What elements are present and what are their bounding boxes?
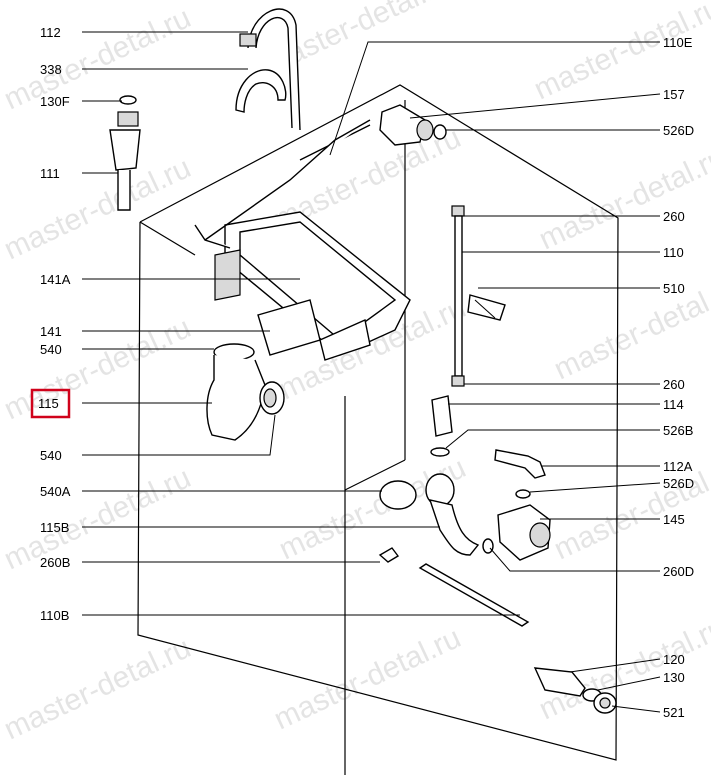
watermark-text: master-detal.ru [269, 621, 466, 736]
inlet-valve-part [109, 95, 141, 211]
right-leader-lines [329, 41, 661, 713]
cabinet-outline [137, 84, 619, 775]
bracket-510-part [467, 294, 506, 321]
filter-120-part [533, 667, 617, 714]
watermark-text: master-detal.ru [534, 141, 711, 256]
label-114: 114 [663, 397, 684, 412]
tube-110e-part [204, 119, 371, 241]
sump-hose-115-part [206, 343, 285, 441]
label-526b: 526B [663, 423, 693, 438]
label-115b: 115B [40, 520, 69, 535]
watermark-text: master-detal.ru [0, 311, 196, 426]
label-260b: 260B [40, 555, 70, 570]
label-115: 115 [38, 396, 59, 411]
hose-115b-part [379, 473, 480, 556]
label-260-lower: 260 [663, 377, 685, 392]
label-260d: 260D [663, 564, 694, 579]
highlight-frame-115 [30, 388, 71, 419]
tube-110b-part [418, 563, 530, 627]
label-141a: 141A [40, 272, 71, 287]
label-112: 112 [40, 25, 61, 40]
drain-hose-part [235, 8, 301, 131]
watermark-text: master-detal.ru [0, 151, 196, 266]
label-111: 111 [40, 166, 60, 181]
label-157: 157 [663, 87, 685, 102]
detergent-dispenser-part [194, 124, 411, 361]
label-526d-lower: 526D [663, 476, 694, 491]
label-110b: 110B [40, 608, 69, 623]
label-260-upper: 260 [663, 209, 685, 224]
label-130f: 130F [40, 94, 70, 109]
tube-110-part [451, 205, 465, 387]
label-141: 141 [40, 324, 62, 339]
label-526d-upper: 526D [663, 123, 694, 138]
left-leader-lines [82, 31, 520, 616]
label-540-upper: 540 [40, 342, 62, 357]
label-110: 110 [663, 245, 684, 260]
watermark-text: master-detal.ru [0, 1, 196, 116]
label-338: 338 [40, 62, 62, 77]
connector-114-part [430, 395, 453, 457]
label-120: 120 [663, 652, 685, 667]
label-130: 130 [663, 670, 685, 685]
watermark-layer: master-detal.ru master-detal.ru master-d… [0, 0, 711, 746]
label-510: 510 [663, 281, 685, 296]
label-540a: 540A [40, 484, 71, 499]
pump-145-part [482, 489, 551, 561]
label-521: 521 [663, 705, 685, 720]
label-112a: 112A [663, 459, 693, 474]
clip-260b-part [378, 547, 400, 563]
hose-112a-part [494, 449, 546, 479]
label-145: 145 [663, 512, 685, 527]
watermark-text: master-detal.ru [0, 461, 196, 576]
label-110e: 110E [663, 35, 693, 50]
label-540-lower: 540 [40, 448, 62, 463]
elbow-157-part [379, 104, 447, 146]
watermark-text: master-detal.ru [0, 631, 196, 746]
